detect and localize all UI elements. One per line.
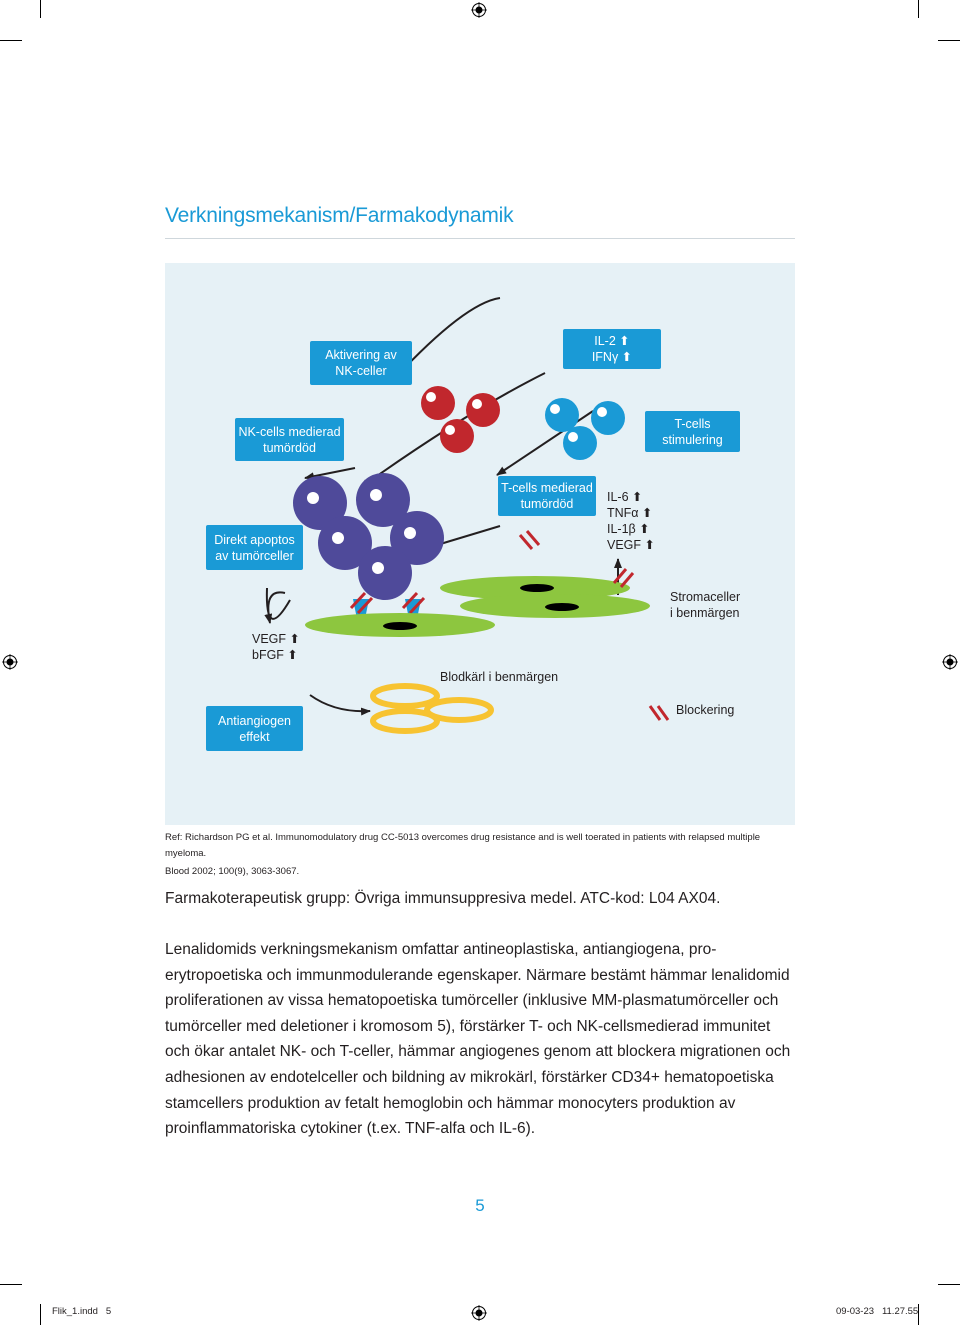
direct-apoptosis-box: Direkt apoptos av tumörceller (206, 525, 303, 570)
stroma-label: Stromaceller i benmärgen (670, 590, 741, 620)
crop-mark (918, 1304, 919, 1325)
mechanism-diagram: Aktivering av NK-celler IL-2 ⬆ IFNγ ⬆ NK… (165, 263, 795, 825)
crop-mark (938, 1284, 960, 1285)
crop-mark (0, 40, 22, 41)
registration-mark-icon (471, 2, 487, 18)
pharmacotherapeutic-group: Farmakoterapeutisk grupp: Övriga immunsu… (165, 890, 721, 907)
registration-mark-icon (2, 654, 18, 670)
nk-mediated-box: NK-cells medierad tumördöd (235, 418, 344, 461)
t-mediated-label: T-cells medierad tumördöd (501, 481, 593, 511)
cytokine-box-label: IL-2 ⬆ IFNγ ⬆ (591, 334, 633, 364)
blood-vessel-label: Blodkärl i benmärgen (440, 670, 559, 684)
blocking-mark-group (518, 530, 670, 721)
cytokine-label: IL-6 ⬆ TNFα ⬆ IL-1β ⬆ VEGF ⬆ (607, 490, 655, 552)
vessel-ring-group (370, 683, 494, 734)
t-cell-group (545, 398, 625, 460)
footer-filename: Flik_1.indd 5 (52, 1306, 112, 1317)
tumor-cell-group (293, 473, 444, 600)
t-stimulation-box: T-cells stimulering (645, 411, 740, 452)
nk-mediated-label: NK-cells medierad tumördöd (238, 424, 341, 455)
page-title: Verkningsmekanism/Farmakodynamik (165, 204, 514, 227)
cytokine-box: IL-2 ⬆ IFNγ ⬆ (563, 329, 661, 369)
antiangiogenic-box: Antiangiogen effekt (206, 706, 303, 751)
reference-line: Ref: Richardson PG et al. Immunomodulato… (165, 832, 761, 859)
arrow (309, 694, 371, 716)
body-paragraph: Lenalidomids verkningsmekanism omfattar … (165, 941, 791, 1138)
crop-mark (40, 1304, 41, 1325)
nk-activation-box: Aktivering av NK-celler (310, 341, 412, 385)
page-number: 5 (475, 1196, 485, 1215)
footer-timestamp: 09-03-23 11.27.55 (836, 1306, 919, 1317)
direct-apoptosis-label: Direkt apoptos av tumörceller (214, 532, 295, 563)
reference-line: Blood 2002; 100(9), 3063-3067. (165, 866, 300, 877)
crop-mark (0, 1284, 22, 1285)
reference: Ref: Richardson PG et al. Immunomodulato… (165, 830, 795, 880)
blocking-label: Blockering (676, 703, 735, 717)
arrow (264, 591, 286, 624)
t-stimulation-label: T-cells stimulering (662, 416, 723, 447)
title-divider (165, 238, 795, 239)
registration-mark-icon (942, 654, 958, 670)
stroma-cell-group (305, 576, 650, 637)
crop-mark (938, 40, 960, 41)
diagram-graphics (264, 297, 670, 734)
arrow (304, 467, 356, 481)
crop-mark (40, 0, 41, 18)
crop-mark (918, 0, 919, 18)
growth-factor-label: VEGF ⬆ bFGF ⬆ (252, 632, 300, 662)
nk-cell-group (421, 386, 500, 453)
registration-mark-icon (471, 1305, 487, 1321)
antiangiogenic-label: Antiangiogen effekt (218, 713, 291, 744)
nk-activation-label: Aktivering av NK-celler (325, 348, 397, 378)
t-mediated-box: T-cells medierad tumördöd (498, 476, 596, 516)
